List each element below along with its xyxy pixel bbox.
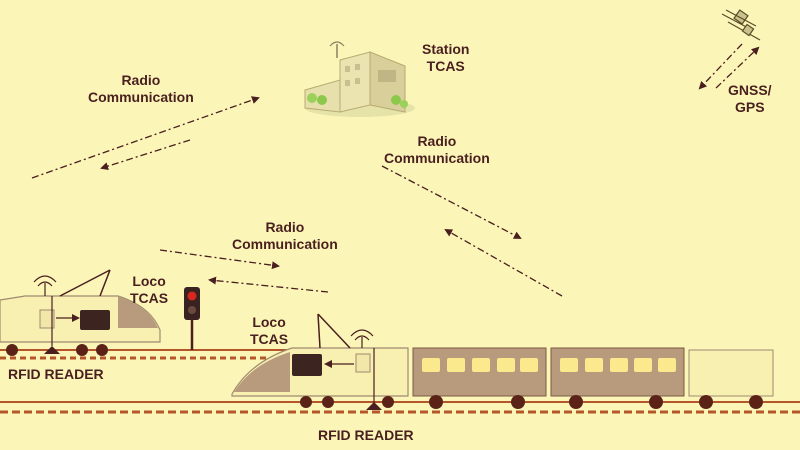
gnss-link (698, 43, 760, 90)
coach-2 (550, 347, 685, 409)
rfid-reader-label-1: RFID READER (8, 366, 104, 382)
gnss-gps-label: GNSS/GPS (728, 82, 772, 115)
signal-light-icon (184, 287, 200, 350)
station-building-icon (304, 41, 415, 117)
coach-3 (688, 349, 774, 409)
coach-1 (412, 347, 547, 409)
satellite-icon (721, 9, 761, 41)
loco-2 (231, 313, 409, 410)
rfid-reader-label-2: RFID READER (318, 427, 414, 443)
loco-1 (0, 269, 161, 356)
radio-link-3 (159, 249, 329, 293)
radio-link-2 (381, 165, 563, 297)
radio-link-1 (31, 96, 260, 179)
antenna-icon (33, 275, 57, 296)
track-lower (0, 401, 800, 414)
antenna-icon (350, 329, 374, 348)
